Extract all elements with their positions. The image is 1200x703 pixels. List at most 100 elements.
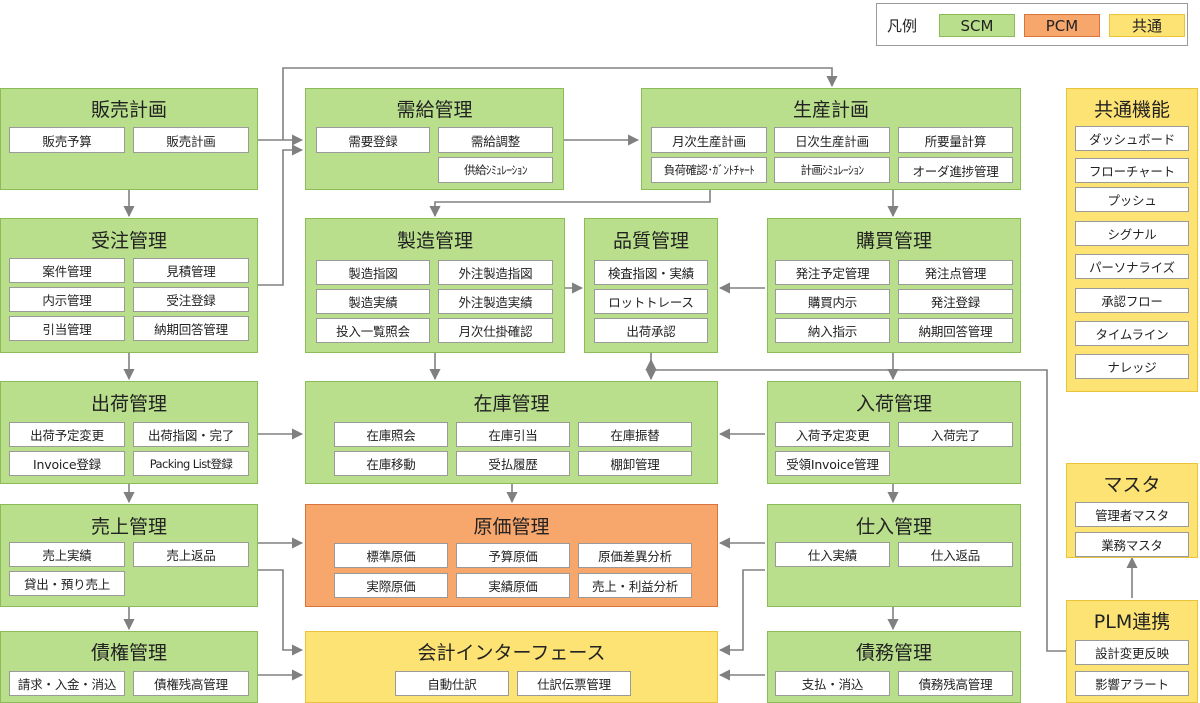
item-outsourced-manufacturing-results[interactable]: 外注製造実績 — [438, 289, 553, 314]
item-flowchart[interactable]: フローチャート — [1075, 158, 1189, 183]
item-daily-production-plan[interactable]: 日次生産計画 — [774, 127, 890, 153]
item-payment-clearing[interactable]: 支払・消込 — [775, 671, 890, 696]
item-sales-results[interactable]: 売上実績 — [9, 542, 125, 567]
module-title: 売上管理 — [90, 516, 167, 538]
item-receiving-schedule-change[interactable]: 入荷予定変更 — [775, 422, 890, 447]
item-actual-cost[interactable]: 実際原価 — [334, 573, 448, 598]
item-delivery-reply-management[interactable]: 納期回答管理 — [133, 316, 249, 341]
item-inventory-allocation[interactable]: 在庫引当 — [456, 422, 570, 447]
item-timeline[interactable]: タイムライン — [1075, 321, 1189, 346]
module-title: 原価管理 — [473, 516, 550, 538]
item-monthly-production-plan[interactable]: 月次生産計画 — [651, 127, 767, 153]
item-standard-cost[interactable]: 標準原価 — [334, 543, 448, 568]
item-demand-registration[interactable]: 需要登録 — [316, 127, 430, 153]
item-order-registration[interactable]: 受注登録 — [133, 287, 249, 312]
item-requirement-calculation[interactable]: 所要量計算 — [898, 127, 1013, 153]
item-journal-slip-management[interactable]: 仕訳伝票管理 — [517, 671, 631, 696]
item-plan-simulation[interactable]: 計画ｼﾐｭﾚｰｼｮﾝ — [774, 157, 890, 183]
item-demand-adjustment[interactable]: 需給調整 — [438, 127, 553, 153]
item-budget-cost[interactable]: 予算原価 — [456, 543, 570, 568]
module-title: 生産計画 — [792, 99, 869, 121]
item-receiving-complete[interactable]: 入荷完了 — [898, 422, 1013, 447]
item-auto-journal[interactable]: 自動仕訳 — [395, 671, 509, 696]
item-admin-master[interactable]: 管理者マスタ — [1075, 502, 1189, 527]
item-receivables-balance[interactable]: 債権残高管理 — [133, 671, 249, 696]
item-lot-trace[interactable]: ロットトレース — [594, 289, 708, 314]
arrow-procurement-to-accounting — [718, 569, 765, 656]
item-billing-payment-clearing[interactable]: 請求・入金・消込 — [9, 671, 125, 696]
item-knowledge[interactable]: ナレッジ — [1075, 354, 1189, 379]
module-title: 仕入管理 — [855, 516, 932, 538]
legend: 凡例 SCM PCM 共通 — [876, 3, 1188, 46]
item-sales-plan[interactable]: 販売計画 — [133, 127, 249, 153]
item-delivery-instruction[interactable]: 納入指示 — [775, 318, 890, 343]
item-push[interactable]: プッシュ — [1075, 187, 1189, 212]
item-dashboard[interactable]: ダッシュボード — [1075, 126, 1189, 151]
item-manufacturing-order[interactable]: 製造指図 — [316, 260, 430, 285]
item-sales-budget[interactable]: 販売予算 — [9, 127, 125, 153]
item-shipping-schedule-change[interactable]: 出荷予定変更 — [9, 422, 125, 447]
item-purchase-forecast[interactable]: 購買内示 — [775, 289, 890, 314]
module-title: PLM連携 — [1093, 611, 1171, 633]
item-business-master[interactable]: 業務マスタ — [1075, 532, 1189, 557]
item-approval-flow[interactable]: 承認フロー — [1075, 288, 1189, 313]
module-title: 品質管理 — [612, 230, 689, 252]
item-order-progress[interactable]: オーダ進捗管理 — [898, 157, 1013, 183]
arrow-production-plan-to-manufacturing — [429, 190, 711, 218]
item-forecast-management[interactable]: 内示管理 — [9, 287, 125, 312]
item-shipping-approval[interactable]: 出荷承認 — [594, 318, 708, 343]
item-outsourced-manufacturing-order[interactable]: 外注製造指図 — [438, 260, 553, 285]
item-lending-consignment-sales[interactable]: 貸出・預り売上 — [9, 571, 125, 596]
item-monthly-wip-check[interactable]: 月次仕掛確認 — [438, 318, 553, 343]
legend-title: 凡例 — [887, 17, 918, 35]
item-payables-balance[interactable]: 債務残高管理 — [898, 671, 1013, 696]
item-signal[interactable]: シグナル — [1075, 221, 1189, 246]
arrow-sales-plan-to-production-plan — [282, 67, 838, 140]
item-receipt-issue-history[interactable]: 受払履歴 — [456, 451, 570, 476]
item-procurement-returns[interactable]: 仕入返品 — [898, 542, 1013, 567]
item-purchase-order-registration[interactable]: 発注登録 — [898, 289, 1013, 314]
arrow-plm-to-quality — [645, 358, 1070, 652]
arrow-order-to-demand — [258, 144, 304, 286]
item-personalize[interactable]: パーソナライズ — [1075, 254, 1189, 279]
item-order-plan-management[interactable]: 発注予定管理 — [775, 260, 890, 285]
item-cost-variance-analysis[interactable]: 原価差異分析 — [578, 543, 692, 568]
item-allocation-management[interactable]: 引当管理 — [9, 316, 125, 341]
item-results-cost[interactable]: 実績原価 — [456, 573, 570, 598]
legend-item-common: 共通 — [1109, 14, 1185, 37]
item-sales-profit-analysis[interactable]: 売上・利益分析 — [578, 573, 692, 598]
item-inventory-movement[interactable]: 在庫移動 — [334, 451, 448, 476]
item-inventory-inquiry[interactable]: 在庫照会 — [334, 422, 448, 447]
module-title: 受注管理 — [90, 230, 167, 252]
item-manufacturing-results[interactable]: 製造実績 — [316, 289, 430, 314]
item-inspection-order-results[interactable]: 検査指図・実績 — [594, 260, 708, 285]
module-title: 債務管理 — [855, 642, 932, 664]
item-quote-management[interactable]: 見積管理 — [133, 258, 249, 283]
item-inventory-transfer[interactable]: 在庫振替 — [578, 422, 692, 447]
module-title: 共通機能 — [1093, 99, 1170, 121]
module-title: 購買管理 — [855, 230, 932, 252]
legend-item-scm: SCM — [939, 14, 1015, 37]
item-design-change-reflection[interactable]: 設計変更反映 — [1075, 640, 1189, 665]
item-procurement-results[interactable]: 仕入実績 — [775, 542, 890, 567]
item-received-invoice-management[interactable]: 受領Invoice管理 — [775, 451, 890, 476]
item-impact-alert[interactable]: 影響アラート — [1075, 671, 1189, 696]
item-load-gantt[interactable]: 負荷確認･ｶﾞﾝﾄﾁｬｰﾄ — [651, 157, 767, 183]
item-case-management[interactable]: 案件管理 — [9, 258, 125, 283]
legend-item-pcm: PCM — [1024, 14, 1100, 37]
item-input-list-inquiry[interactable]: 投入一覧照会 — [316, 318, 430, 343]
module-title: 債権管理 — [90, 642, 167, 664]
module-title: 出荷管理 — [90, 393, 167, 415]
item-supply-simulation[interactable]: 供給ｼﾐｭﾚｰｼｮﾝ — [438, 157, 553, 183]
item-sales-returns[interactable]: 売上返品 — [133, 542, 249, 567]
item-purchase-delivery-reply[interactable]: 納期回答管理 — [898, 318, 1013, 343]
item-shipping-order-completion[interactable]: 出荷指図・完了 — [133, 422, 249, 447]
item-packing-list-registration[interactable]: Packing List登録 — [133, 451, 249, 476]
item-reorder-point-management[interactable]: 発注点管理 — [898, 260, 1013, 285]
module-title: 会計インターフェース — [417, 642, 606, 664]
item-invoice-registration[interactable]: Invoice登録 — [9, 451, 125, 476]
item-stocktaking-management[interactable]: 棚卸管理 — [578, 451, 692, 476]
module-title: 製造管理 — [396, 230, 473, 252]
module-accounting-interface[interactable]: 会計インターフェース — [305, 631, 718, 703]
